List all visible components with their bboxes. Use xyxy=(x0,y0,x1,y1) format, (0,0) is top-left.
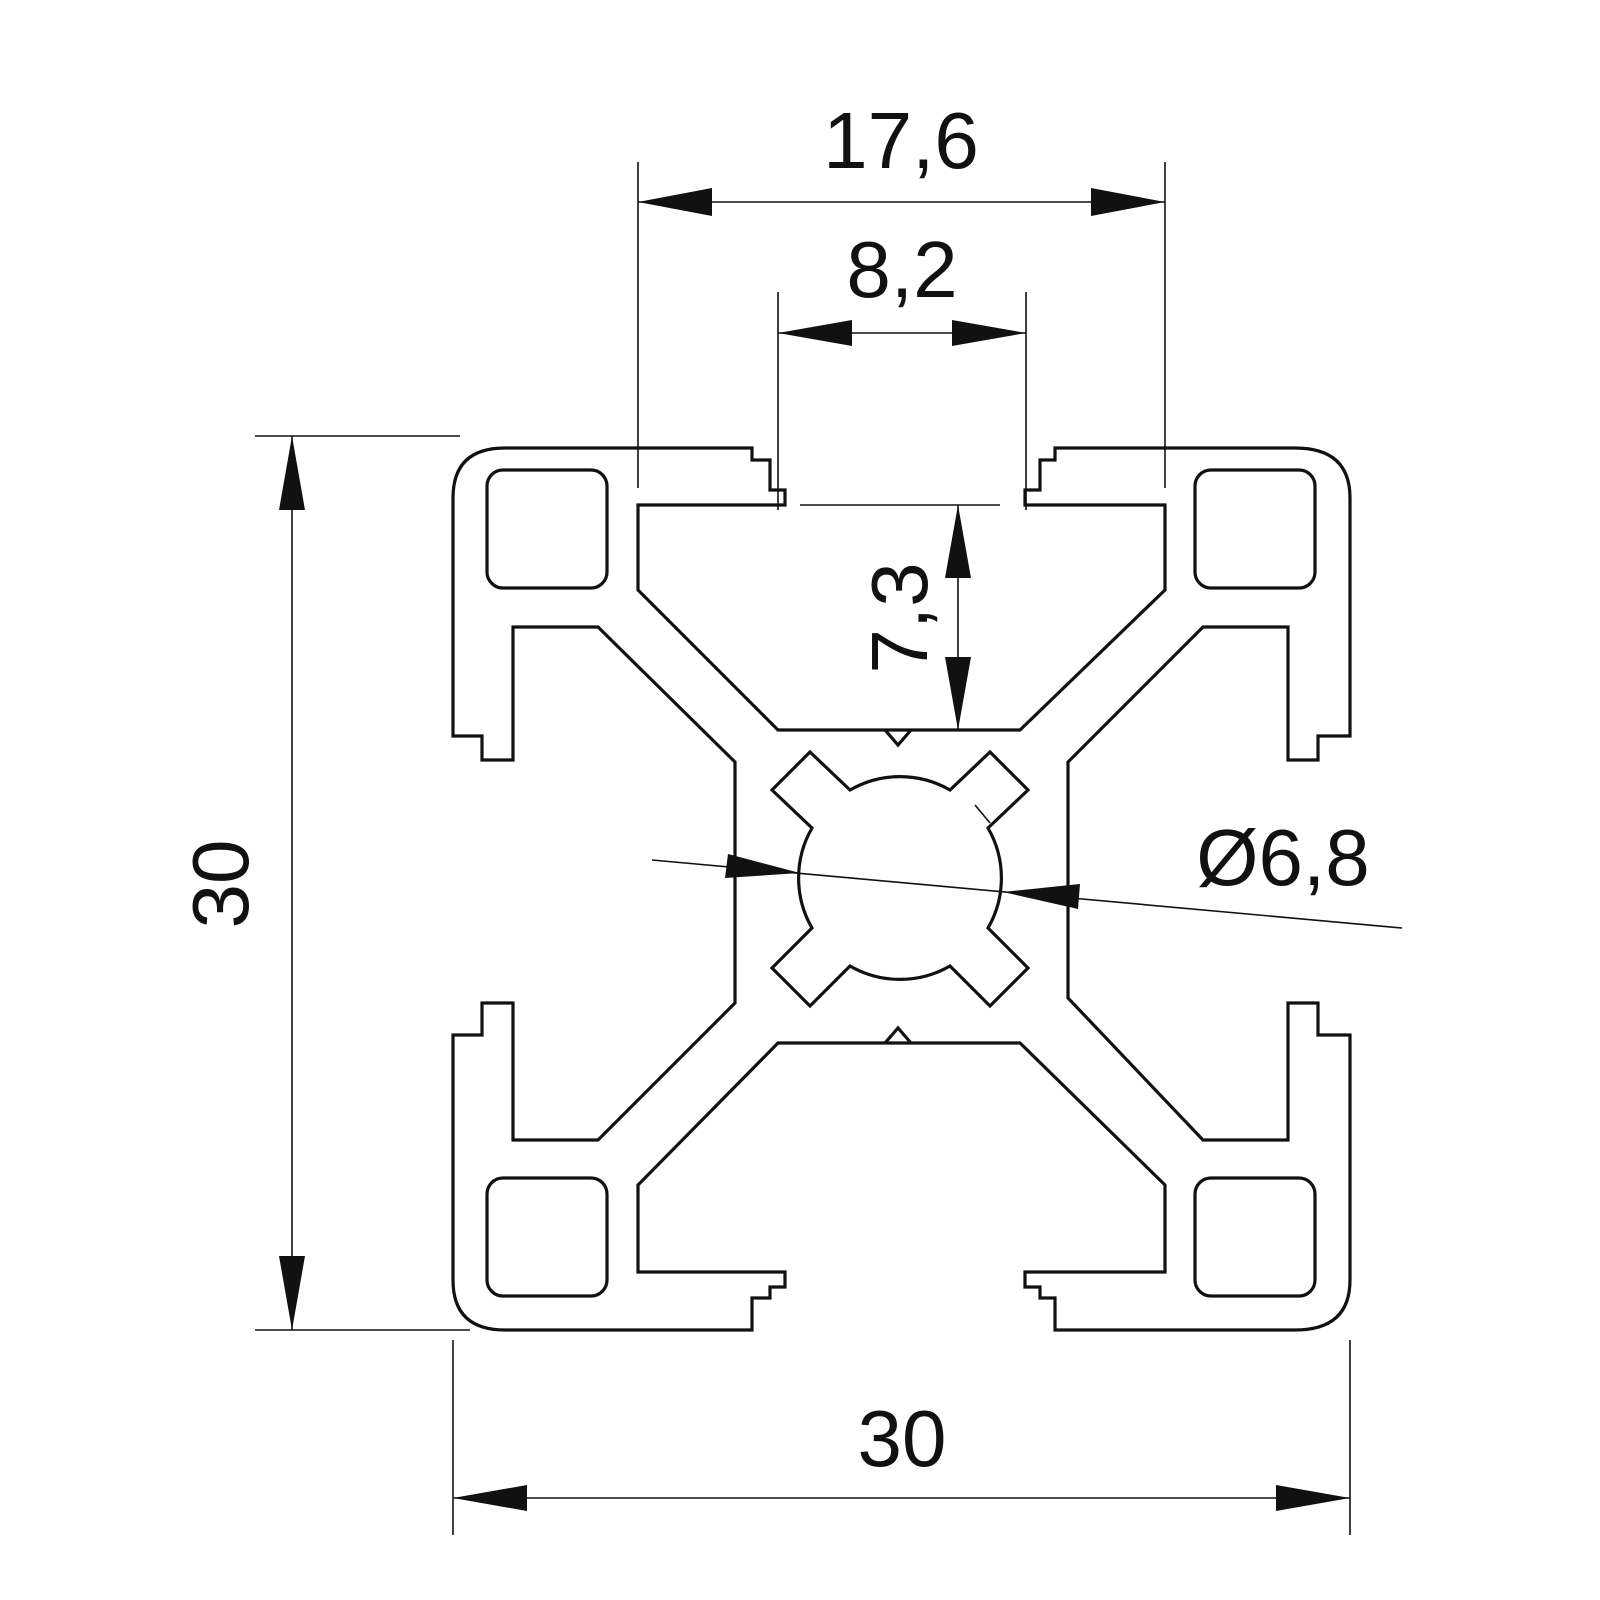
dimension-slot-outer-width: 17,6 xyxy=(637,96,1166,488)
dimension-slot-depth: 7,3 xyxy=(800,504,1000,730)
chamber-bottom-left xyxy=(485,1176,609,1298)
dimension-overall-width: 30 xyxy=(452,1340,1351,1535)
chamber-top-right xyxy=(1193,468,1317,590)
slot-outer-width-label: 17,6 xyxy=(823,96,979,185)
center-bore xyxy=(769,749,1031,1009)
corner-chambers xyxy=(485,468,1317,1298)
dimension-slot-opening-width: 8,2 xyxy=(777,225,1027,510)
center-bore-label: Ø6,8 xyxy=(1196,813,1369,902)
slot-opening-width-label: 8,2 xyxy=(846,225,957,314)
dimension-center-bore: Ø6,8 xyxy=(651,804,1403,929)
chamber-top-left xyxy=(485,468,609,590)
dimension-overall-height: 30 xyxy=(176,435,470,1331)
slot-depth-label: 7,3 xyxy=(855,562,944,673)
chamber-bottom-right xyxy=(1193,1176,1317,1298)
overall-width-label: 30 xyxy=(858,1394,947,1483)
overall-height-label: 30 xyxy=(176,840,265,929)
profile-outline xyxy=(451,446,1352,1332)
